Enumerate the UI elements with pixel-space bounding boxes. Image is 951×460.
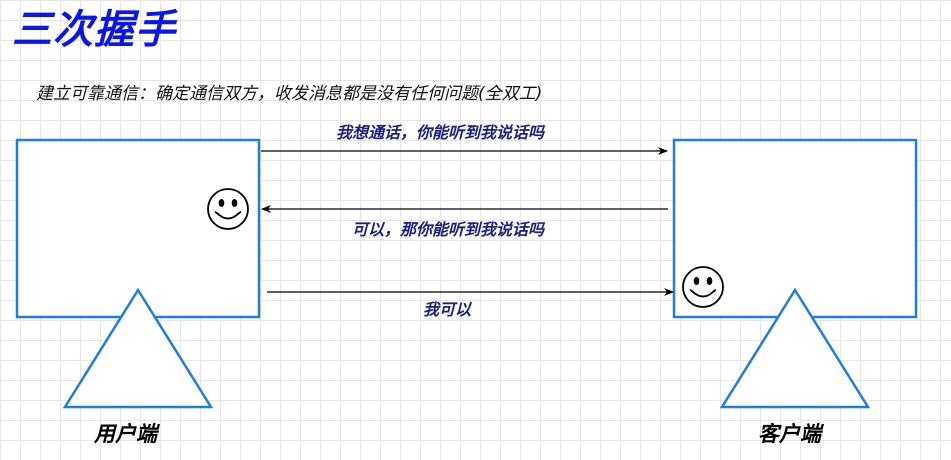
message-first: 我想通话，你能听到我说话吗 [336, 123, 545, 142]
message-third: 我可以 [423, 300, 472, 319]
page-subtitle: 建立可靠通信：确定通信双方，收发消息都是没有任何问题(全双工) [36, 84, 543, 104]
page-title: 三次握手 [12, 7, 176, 53]
user-label: 用户端 [94, 422, 157, 446]
client-triangle [719, 287, 871, 409]
user-node [15, 138, 261, 409]
user-box [15, 138, 261, 319]
smiley-icon [682, 266, 724, 308]
message-second: 可以，那你能听到我说话吗 [352, 220, 545, 239]
user-triangle [62, 287, 214, 409]
smiley-icon [207, 188, 249, 230]
client-label: 客户端 [758, 422, 821, 446]
